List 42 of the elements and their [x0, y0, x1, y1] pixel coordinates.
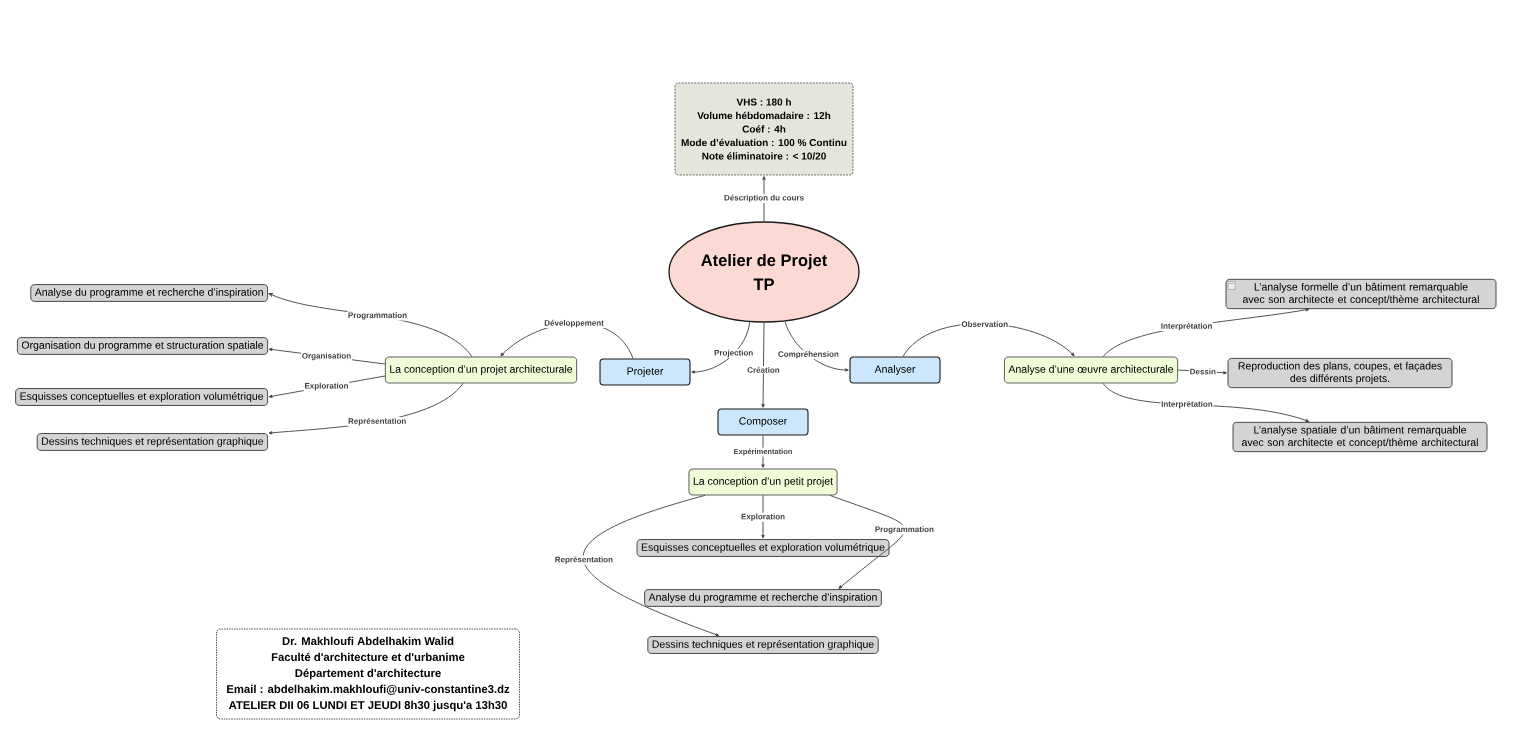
- item-box: Dessins techniques et représentation graphique: [36, 433, 268, 451]
- item-box: Analyse du programme et recherche d’inspiration: [644, 589, 882, 607]
- edge-label: Création: [746, 366, 781, 374]
- item-box: Esquisses conceptuelles et exploration volumétrique: [636, 539, 890, 557]
- topic-box: La conception d’un projet architecturale: [384, 356, 578, 384]
- item-box: Analyse du programme et recherche d’inspiration: [30, 284, 268, 302]
- arrow: [691, 321, 751, 374]
- action-box: Projeter: [599, 358, 691, 386]
- edge-label: Organisation: [301, 351, 352, 362]
- action-box: Composer: [717, 408, 809, 436]
- arrow: [761, 435, 765, 468]
- item-box: L’analyse spatiale d’un bâtiment remarquable avec son architecte et concept/thème architectural: [1232, 421, 1488, 453]
- item-box: L’analyse formelle d’un bâtiment remarquable avec son architecte et concept/thème architectural: [1225, 278, 1497, 310]
- edge-label: Exploration: [303, 381, 350, 392]
- edge-label: Déscription du cours: [723, 193, 805, 203]
- arrow: [762, 176, 766, 222]
- edge-label: Exploration: [740, 512, 786, 522]
- topic-box: La conception d’un petit projet: [688, 468, 838, 496]
- item-box: Reproduction des plans, coupes, et façades des différents projets.: [1227, 357, 1453, 389]
- edge-label: Compréhension: [777, 350, 840, 360]
- edge-label: Représentation: [347, 417, 408, 427]
- edge-label: Interprétation: [1160, 322, 1214, 332]
- item-box: Esquisses conceptuelles et exploration volumétrique: [15, 388, 268, 406]
- topic-box: Analyse d’une œuvre architecturale: [1004, 356, 1178, 384]
- arrow: [761, 322, 765, 408]
- arrow: [829, 494, 906, 589]
- arrow: [761, 494, 765, 539]
- edge-label: Interprétation: [1160, 400, 1214, 410]
- item-box: Dessins techniques et représentation graphique: [647, 636, 879, 654]
- arrow: [583, 494, 720, 637]
- edge-label: Projection: [713, 348, 754, 358]
- edge-label: Programmation: [347, 311, 408, 321]
- info-box: VHS : 180 h Volume hébdomadaire : 12h Coéf : 4h Mode d’évaluation : 100 % Continu Note éliminatoire : < 10/20: [674, 82, 854, 176]
- edge-label: Observation: [960, 320, 1009, 328]
- edge-label: Dessin: [1188, 367, 1217, 376]
- edge-label: Développement: [543, 319, 605, 329]
- edge-label: Programmation: [874, 525, 935, 535]
- action-box: Analyser: [849, 356, 941, 384]
- arrow: [784, 320, 849, 372]
- edge-label: Représentation: [553, 555, 614, 565]
- contact-box: Dr. Makhloufi Abdelhakim Walid Faculté d'architecture et d'urbanime Département d'architecture Email : abdelhakim.makhloufi@univ-constantine3.dz ATELIER DII 06 LUNDI ET JEUDI 8h30 jusqu'a 13h30: [216, 628, 520, 720]
- item-box: Organisation du programme et structuration spatiale: [17, 337, 268, 355]
